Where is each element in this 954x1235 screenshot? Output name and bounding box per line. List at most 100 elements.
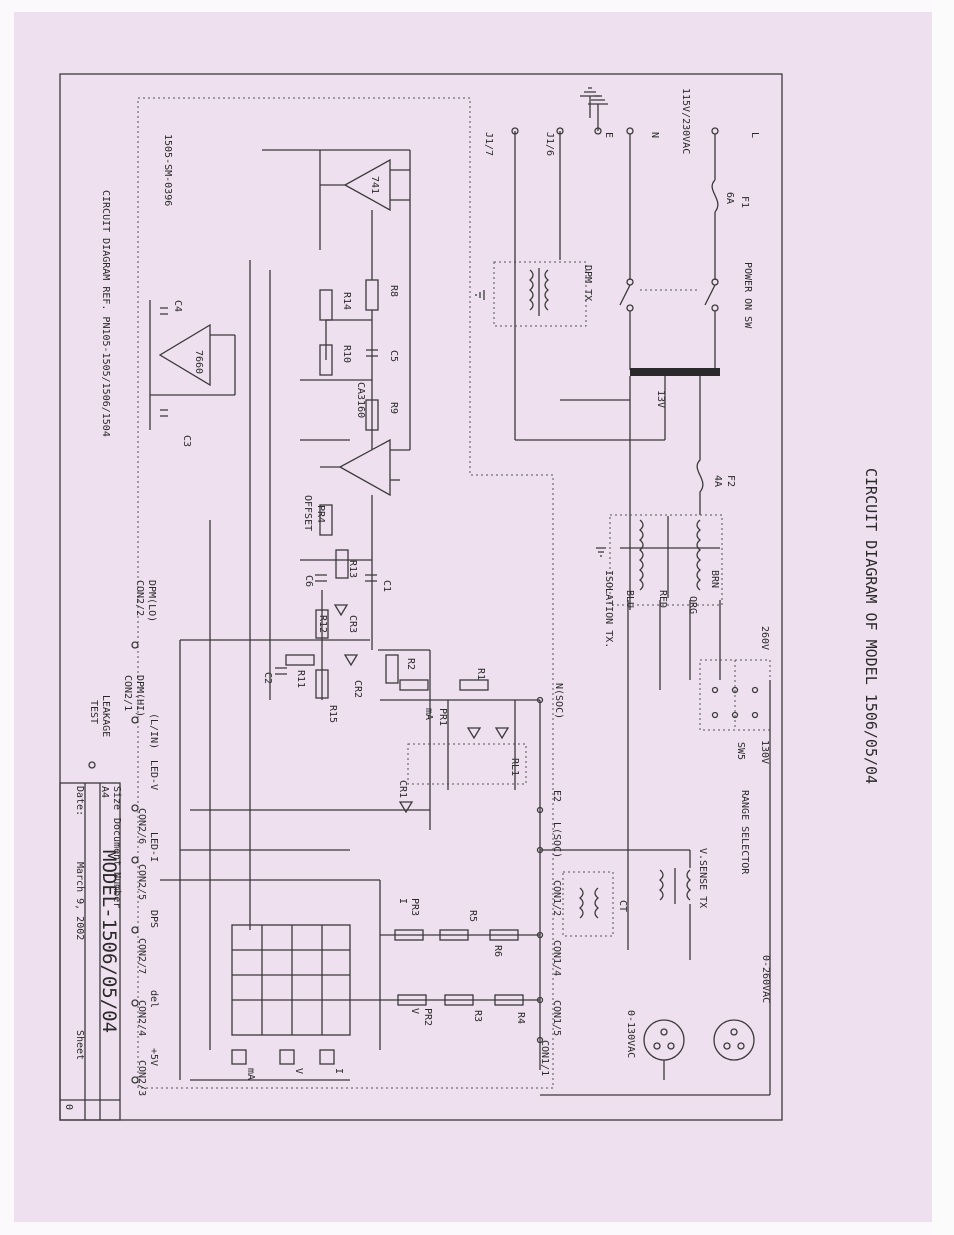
vsense-transformer: V.SENSE TX bbox=[540, 848, 708, 960]
paper-background bbox=[14, 12, 932, 1222]
label-j1-7: J1/7 bbox=[483, 132, 494, 156]
label-ct: CT bbox=[617, 900, 628, 912]
mains-input: L N E 115V/230VAC F1 6A POWER ON SW bbox=[588, 88, 760, 370]
title-size-label: Size bbox=[111, 786, 122, 810]
label-brn: BRN bbox=[709, 570, 720, 588]
title-rev: 0 bbox=[63, 1104, 74, 1110]
label-del: del bbox=[148, 990, 159, 1008]
label-ma: mA bbox=[423, 708, 434, 720]
ic-7660: 7660 C4 C3 bbox=[149, 300, 236, 447]
label-sw5: SW5 bbox=[735, 742, 746, 760]
label-F2-rating: 4A bbox=[712, 475, 723, 487]
range-selector: 260V 130V SW5 RANGE SELECTOR bbox=[699, 626, 771, 875]
label-pr3: PR3 bbox=[409, 898, 420, 916]
doc-code: 1505-SM-0396 bbox=[162, 134, 173, 206]
label-r1: R1 bbox=[475, 668, 486, 680]
label-r4: R4 bbox=[515, 1012, 526, 1024]
label-r9: R9 bbox=[388, 402, 399, 414]
label-i: I bbox=[397, 898, 408, 904]
label-L: L bbox=[749, 132, 760, 138]
label-p5v: +5V bbox=[148, 1048, 159, 1066]
opamp-ca3160: PR4 OFFSET bbox=[300, 438, 410, 560]
title-size-value: A4 bbox=[99, 786, 110, 798]
label-u1: 741 bbox=[369, 176, 380, 194]
label-N: N bbox=[649, 132, 660, 138]
current-transformer: CT bbox=[562, 871, 628, 937]
label-r6: R6 bbox=[492, 945, 503, 957]
label-leakage: LEAKAGE bbox=[100, 695, 111, 737]
label-tap-13v: 13V bbox=[655, 390, 666, 408]
label-con2-7: CON2/7 bbox=[136, 938, 147, 974]
label-E: E bbox=[603, 132, 614, 138]
label-power-sw: POWER ON SW bbox=[742, 262, 753, 329]
label-led-i: LED-I bbox=[148, 832, 159, 862]
label-con1-4: CON1/4 bbox=[551, 940, 562, 976]
label-dps: DPS bbox=[148, 910, 159, 928]
label-con2-1: CON2/1 bbox=[122, 675, 133, 711]
label-mains: 115V/230VAC bbox=[680, 88, 691, 154]
label-sw-i: I bbox=[333, 1068, 344, 1074]
label-c5: C5 bbox=[388, 350, 399, 362]
label-r3: R3 bbox=[472, 1010, 483, 1022]
label-l-soc: L(SOC) bbox=[551, 822, 562, 858]
connector-labels: N(SOC) E2 L(SOC) CON1/2 CON1/4 CON1/5 CO… bbox=[88, 580, 564, 1096]
drawing-frame bbox=[59, 73, 783, 1121]
label-sw-v: V bbox=[293, 1068, 304, 1074]
label-r13: R13 bbox=[347, 560, 358, 578]
label-out-130: 0-130VAC bbox=[625, 1010, 636, 1058]
label-org: ORG bbox=[687, 596, 698, 614]
label-c6: C6 bbox=[303, 575, 314, 587]
relay-section: R2 R1 PR1 mA RL1 CR1 bbox=[190, 649, 540, 830]
lower-network: R13 C6 C1 CR3 R12 CR2 R11 R15 C2 bbox=[180, 549, 392, 723]
label-con1-2: CON1/2 bbox=[551, 880, 562, 916]
label-blu: BLU bbox=[624, 590, 635, 608]
power-transformer: 13V F2 4A bbox=[629, 368, 736, 610]
pcb-boundary bbox=[137, 97, 554, 1089]
title-model: MODEL-1506/05/04 bbox=[98, 850, 120, 1033]
label-led-v: LED-V bbox=[148, 760, 159, 790]
label-range-sel: RANGE SELECTOR bbox=[739, 790, 750, 875]
label-out-260: 0-260VAC bbox=[760, 955, 771, 1003]
label-r14: R14 bbox=[341, 292, 352, 310]
label-F2: F2 bbox=[725, 475, 736, 487]
label-vsense-tx: V.SENSE TX bbox=[697, 848, 708, 908]
label-con2-5: CON2/5 bbox=[136, 864, 147, 900]
label-dpm-lo: DPM(LO) bbox=[146, 580, 157, 622]
label-e2: E2 bbox=[551, 790, 562, 802]
label-r15: R15 bbox=[327, 705, 338, 723]
label-v130: 130V bbox=[759, 740, 770, 764]
sense-network: R5 R6 PR3 I R3 R4 PR2 V bbox=[350, 700, 541, 1070]
label-sw-ma: mA bbox=[245, 1068, 256, 1080]
label-offset: OFFSET bbox=[302, 495, 313, 531]
label-red: RED bbox=[657, 590, 668, 608]
label-dpm-tx: DPM TX bbox=[582, 265, 593, 301]
feedback-network: R8 R14 R10 C5 R9 CA3160 bbox=[300, 250, 399, 440]
label-r8: R8 bbox=[388, 285, 399, 297]
label-c3: C3 bbox=[181, 435, 192, 447]
label-cr1: CR1 bbox=[397, 780, 408, 798]
title-date-value: March 9, 2002 bbox=[74, 862, 85, 940]
label-pr2: PR2 bbox=[422, 1008, 433, 1026]
label-j1-6: J1/6 bbox=[544, 132, 555, 156]
label-l-in: (L/IN) bbox=[148, 713, 159, 749]
label-v: V bbox=[409, 1008, 420, 1014]
label-r2: R2 bbox=[405, 658, 416, 670]
title-block: Size A4 Document Number MODEL-1506/05/04… bbox=[59, 782, 122, 1121]
label-F1: F1 bbox=[739, 196, 750, 208]
title-docnum-label: Document Number bbox=[111, 818, 122, 908]
label-n-soc: N(SOC) bbox=[553, 683, 564, 719]
label-dpm-hi: DPM(HI) bbox=[134, 675, 145, 717]
label-c1: C1 bbox=[381, 580, 392, 592]
title-date-label: Date: bbox=[74, 786, 85, 816]
label-pr1: PR1 bbox=[437, 708, 448, 726]
label-con2-6: CON2/6 bbox=[136, 808, 147, 844]
output-sockets: 0-260VAC 0-130VAC bbox=[540, 680, 771, 1096]
label-cr3: CR3 bbox=[347, 615, 358, 633]
label-con2-4: CON2/4 bbox=[136, 1000, 147, 1036]
label-u3: 7660 bbox=[193, 350, 204, 374]
diagram-ref: CIRCUIT DIAGRAM REF. PN105-1505/1506/150… bbox=[100, 190, 111, 437]
label-r11: R11 bbox=[295, 670, 306, 688]
isolation-transformer: ISOLATION TX. BRN ORG RED BLU bbox=[596, 514, 723, 950]
